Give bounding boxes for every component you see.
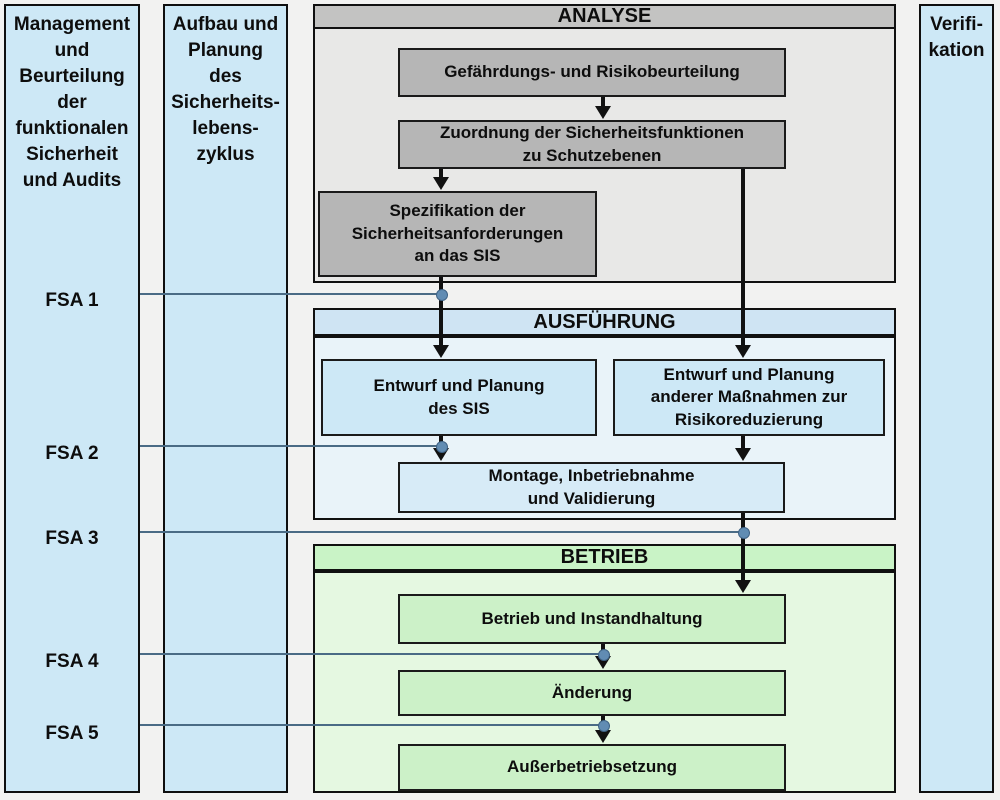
fsa-3-junction-dot xyxy=(738,527,750,539)
verification-column: Verifi- kation xyxy=(919,4,994,793)
fsa-4-junction-dot xyxy=(598,649,610,661)
fsa-2-junction-dot xyxy=(436,441,448,453)
arrow-zuordnung-to-andere-massnahmen xyxy=(735,169,751,358)
fsa-1-junction-dot xyxy=(436,289,448,301)
lifecycle-planning-column-title: Aufbau und Planung des Sicherheits- lebe… xyxy=(171,14,280,165)
arrow-risikobeurteilung-to-zuordnung xyxy=(595,97,611,119)
node-zuordnung-sicherheitsfunktionen: Zuordnung der Sicherheitsfunktionen zu S… xyxy=(398,120,786,169)
analyse-section-header: ANALYSE xyxy=(313,4,896,29)
fsa-4-label: FSA 4 xyxy=(45,651,99,672)
fsa-1-label: FSA 1 xyxy=(45,290,99,311)
ausfuehrung-section-title: AUSFÜHRUNG xyxy=(533,310,676,333)
node-montage-inbetriebnahme-validierung: Montage, Inbetriebnahme und Validierung xyxy=(398,462,785,513)
arrow-montage-to-betrieb xyxy=(735,513,751,593)
fsa-5-label: FSA 5 xyxy=(45,723,99,744)
verification-column-title: Verifi- kation xyxy=(928,14,985,61)
betrieb-section-title: BETRIEB xyxy=(560,546,649,568)
fsa-5-junction-dot xyxy=(598,720,610,732)
fsa-3-label: FSA 3 xyxy=(45,528,99,549)
management-column: Management und Beurteilung der funktiona… xyxy=(4,4,140,793)
node-spezifikation-sicherheitsanforderungen: Spezifikation der Sicherheitsanforderung… xyxy=(318,191,597,277)
node-ausserbetriebsetzung: Außerbetriebsetzung xyxy=(398,744,786,791)
arrow-zuordnung-to-spezifikation xyxy=(433,169,449,190)
fsa-2-connector-line xyxy=(140,445,446,447)
node-entwurf-planung-andere-massnahmen: Entwurf und Planung anderer Maßnahmen zu… xyxy=(613,359,885,436)
arrow-spezifikation-to-entwurf-sis xyxy=(433,277,449,358)
node-aenderung: Änderung xyxy=(398,670,786,716)
lifecycle-planning-column: Aufbau und Planung des Sicherheits- lebe… xyxy=(163,4,288,793)
fsa-1-connector-line xyxy=(140,293,446,295)
ausfuehrung-section-header: AUSFÜHRUNG xyxy=(313,308,896,336)
fsa-4-connector-line xyxy=(140,653,608,655)
arrow-andere-massnahmen-to-montage xyxy=(735,436,751,461)
node-betrieb-instandhaltung: Betrieb und Instandhaltung xyxy=(398,594,786,644)
management-column-title: Management und Beurteilung der funktiona… xyxy=(13,14,131,191)
node-entwurf-planung-sis: Entwurf und Planung des SIS xyxy=(321,359,597,436)
analyse-section-title: ANALYSE xyxy=(557,5,652,27)
fsa-3-connector-line xyxy=(140,531,748,533)
betrieb-section-header: BETRIEB xyxy=(313,544,896,571)
fsa-2-label: FSA 2 xyxy=(45,443,99,464)
node-gefaehrdungs-risikobeurteilung: Gefährdungs- und Risikobeurteilung xyxy=(398,48,786,97)
fsa-5-connector-line xyxy=(140,724,608,726)
